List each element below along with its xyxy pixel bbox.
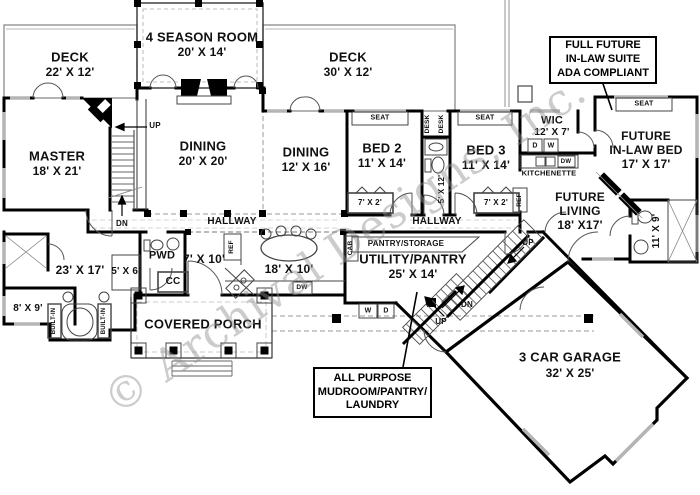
dining-great-dims: 20' X 20' [178, 154, 228, 168]
mudroom-callout-line2: MUDROOM/PANTRY/ [317, 385, 428, 398]
stairs-dn-label: DN [116, 219, 128, 228]
in-law-bed-label-2: IN-LAW BED [609, 143, 683, 157]
dining-label: DINING [282, 144, 330, 160]
in-law-bath-dims: 11' X 9' [651, 213, 662, 249]
kitchenette-dw-label: DW [560, 159, 572, 165]
in-law-seat-label: SEAT [634, 100, 654, 108]
fixtures [5, 97, 698, 377]
stairs-main [107, 99, 147, 210]
built-in-label-1: BUILT-IN [51, 307, 57, 335]
windows [2, 95, 699, 326]
garage-stairs-up-label: UP [522, 238, 534, 247]
in-law-bed-dims: 17' X 17' [621, 157, 671, 171]
in-law-callout-line2: IN-LAW SUITE [565, 53, 641, 66]
season-room-label: 4 SEASON ROOM [145, 29, 259, 45]
pantry-storage-label: PANTRY/STORAGE [367, 239, 445, 248]
master-label: MASTER [28, 148, 86, 164]
utility-washer-label: W [364, 307, 372, 315]
stairs-garage-walls [401, 233, 531, 346]
garage-dims: 32' X 25' [545, 366, 595, 380]
structure-posts [134, 0, 593, 323]
kitchen-ref-label: REF [227, 240, 235, 254]
door-arcs [32, 74, 631, 353]
garage-doors [521, 312, 655, 463]
in-law-bed-label-1: FUTURE [621, 129, 671, 143]
dining-dims: 12' X 16' [281, 160, 331, 174]
garage-stairs-dn-label: DN [461, 300, 473, 309]
built-in-label-2: BUILT-IN [101, 307, 107, 335]
bath-5x6-dims: 5' X 6' [111, 266, 141, 277]
powder-room-label: PWD [148, 249, 176, 262]
bed3-dims: 11' X 14' [461, 158, 511, 172]
master-fireplace [82, 98, 112, 128]
garage-stairs-up2-label: UP [435, 317, 447, 326]
bed3-seat-label: SEAT [475, 114, 495, 122]
future-living-label-2: LIVING [559, 204, 601, 218]
season-room-fireplace [176, 79, 232, 105]
utility-dryer-label: D [383, 307, 389, 315]
master-closet-dims: 23' X 17' [55, 263, 105, 277]
utility-pantry-dims: 25' X 14' [388, 267, 438, 281]
bed2-dims: 11' X 14' [357, 156, 407, 170]
bath-5x12-dims: 5' X 12' [437, 174, 446, 204]
deck-left-dims: 22' X 12' [45, 65, 95, 79]
stairs-main-arrows [114, 122, 147, 216]
garage-outline [443, 259, 690, 485]
bed3-label: BED 3 [466, 142, 506, 158]
walls-thick [2, 86, 699, 381]
utility-pantry-label: UTILITY/PANTRY [359, 251, 467, 267]
kitchenette-label: KITCHENETTE [521, 168, 577, 178]
future-living-dims: 18' X17' [557, 218, 603, 232]
dashed-lines [92, 92, 594, 353]
cab-label: CAB [346, 240, 354, 256]
living-ref-label: REF [515, 193, 523, 207]
stairs-garage-arrows [424, 246, 525, 317]
bed2-closet-dims: 7' X 2' [358, 198, 382, 207]
mudroom-callout-line1: ALL PURPOSE [333, 371, 412, 384]
in-law-suite-callout: FULL FUTURE IN-LAW SUITE ADA COMPLIANT [549, 36, 657, 84]
hallway-left-label: HALLWAY [207, 216, 257, 227]
kitchen-dims: 18' X 10' [264, 262, 314, 276]
future-living-label-1: FUTURE [555, 190, 605, 204]
deck-right-label: DECK [329, 49, 367, 65]
foyer-dims: 7' X 10' [182, 252, 226, 266]
wic-washer-label: W [547, 142, 555, 150]
hallway-right-label: HALLWAY [412, 216, 462, 227]
in-law-callout-line1: FULL FUTURE [565, 39, 641, 52]
kitchen-dw-label: DW [296, 283, 308, 291]
covered-porch-label: COVERED PORCH [144, 316, 262, 332]
season-room-dims: 20' X 14' [177, 45, 227, 59]
garage-label: 3 CAR GARAGE [518, 349, 622, 365]
wic-dryer-label: D [532, 142, 538, 150]
bed2-seat-label: SEAT [370, 114, 390, 122]
closet-8x9-dims: 8' X 9' [13, 303, 43, 314]
bed3-closet-dims: 7' X 2' [484, 198, 508, 207]
stairs-up-label: UP [149, 121, 161, 130]
mudroom-callout: ALL PURPOSE MUDROOM/PANTRY/ LAUNDRY [313, 367, 432, 418]
coat-closet-label: CC [165, 276, 181, 287]
desk-label-2: DESK [437, 114, 445, 134]
wic-dims: 12' X 7' [534, 127, 570, 138]
desk-label-1: DESK [423, 114, 431, 134]
deck-right-dims: 30' X 12' [323, 65, 373, 79]
bed2-label: BED 2 [362, 140, 402, 156]
deck-left-label: DECK [51, 49, 89, 65]
master-dims: 18' X 21' [32, 164, 82, 178]
dining-great-label: DINING [179, 138, 227, 154]
in-law-callout-line3: ADA COMPLIANT [557, 66, 649, 79]
mudroom-callout-line3: LAUNDRY [345, 399, 400, 412]
wic-label: WIC [541, 114, 563, 127]
